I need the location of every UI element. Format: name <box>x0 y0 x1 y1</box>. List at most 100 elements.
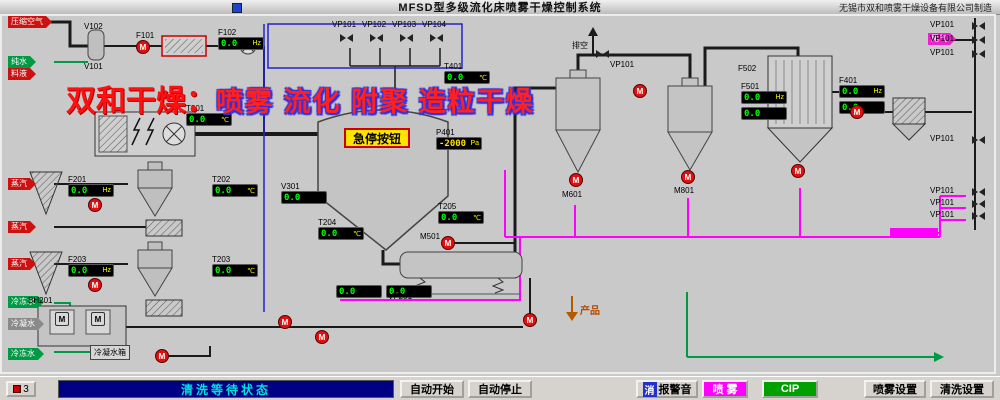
pump-icon[interactable]: M <box>88 198 102 212</box>
valve-icon[interactable] <box>972 200 985 209</box>
valve-icon[interactable] <box>972 22 985 31</box>
display-label: F401 <box>839 76 858 85</box>
app-icon <box>232 3 242 13</box>
equipment-label: VP101 <box>610 60 635 69</box>
equipment-label: M501 <box>420 232 441 241</box>
equipment-label: VP101 <box>930 48 955 57</box>
display-unit: ℃ <box>247 267 255 275</box>
clean-settings-button[interactable]: 清洗设置 <box>930 380 994 398</box>
display-label: T203 <box>212 255 231 264</box>
display-label: T401 <box>444 62 463 71</box>
equipment-label: M801 <box>674 186 695 195</box>
display-box: 0.0 ℃ <box>212 264 258 277</box>
pump-icon[interactable]: M <box>136 40 150 54</box>
agitator-icon[interactable]: M <box>91 312 105 326</box>
equipment-label: 产品 <box>580 306 600 317</box>
product-outlet <box>566 296 578 321</box>
cyclone-left-2 <box>137 241 183 317</box>
display-label: T205 <box>438 202 457 211</box>
equipment-label: 排空 <box>572 41 588 50</box>
cip-button[interactable]: CIP <box>762 380 818 398</box>
display-value: 0.0 <box>215 185 232 196</box>
display-value: 0.0 <box>321 228 338 239</box>
valve-icon[interactable] <box>430 34 443 43</box>
feed-tag: 蒸汽 <box>8 258 36 270</box>
alarm-dot-icon <box>13 385 22 393</box>
value-display: 0.0 <box>741 98 787 120</box>
vent-arrow <box>588 27 598 36</box>
valve-icon[interactable] <box>370 34 383 43</box>
display-box: 0.0 <box>386 285 432 298</box>
valve-icon[interactable] <box>972 188 985 197</box>
pump-icon[interactable]: M <box>850 105 864 119</box>
status-bar: 3 清洗等待状态 自动开始自动停止 消报警音喷 雾 CIP 喷雾设置清洗设置 <box>0 376 1000 400</box>
equipment-label: 冷凝水箱 <box>90 345 130 360</box>
pump-icon[interactable]: M <box>441 236 455 250</box>
display-label: T204 <box>318 218 337 227</box>
emergency-stop-button[interactable]: 急停按钮 <box>344 128 410 148</box>
equipment-label: VP101 <box>930 186 955 195</box>
pump-icon[interactable]: M <box>569 173 583 187</box>
valve-icon[interactable] <box>340 34 353 43</box>
display-box: 0.0℃ <box>438 211 484 224</box>
alarm-counter-value: 3 <box>23 383 29 395</box>
equipment-label: F101 <box>136 31 155 40</box>
display-unit: ℃ <box>353 230 361 238</box>
valve-icon[interactable] <box>596 50 609 59</box>
value-display: 0.0 <box>336 276 382 298</box>
feed-tag: 蒸汽 <box>8 178 36 190</box>
display-box: 0.0 <box>741 107 787 120</box>
display-unit: Pa <box>470 140 479 147</box>
valve-icon[interactable] <box>400 34 413 43</box>
feed-tag: 尾气 <box>928 33 956 45</box>
cyclone-left-1 <box>137 161 183 237</box>
value-display: 0.0 <box>386 276 432 298</box>
agitator-icon[interactable]: M <box>55 312 69 326</box>
display-unit: ℃ <box>247 187 255 195</box>
system-status-text: 清洗等待状态 <box>58 380 394 398</box>
display-value: 0.0 <box>744 92 761 103</box>
auto-stop-button[interactable]: 自动停止 <box>468 380 532 398</box>
display-value: 0.0 <box>71 185 88 196</box>
display-box: 0.0℃ <box>186 113 232 126</box>
auto-start-button[interactable]: 自动开始 <box>400 380 464 398</box>
pump-icon[interactable]: M <box>315 330 329 344</box>
display-value: 0.0 <box>215 265 232 276</box>
pump-icon[interactable]: M <box>278 315 292 329</box>
display-value: -2000 <box>439 138 467 149</box>
pump-icon[interactable]: M <box>791 164 805 178</box>
alarm-counter-button[interactable]: 3 <box>6 381 36 397</box>
equipment-label: VP103 <box>392 20 417 29</box>
equipment-label: VP201 <box>388 292 413 301</box>
pump-icon[interactable]: M <box>633 84 647 98</box>
spray-settings-button[interactable]: 喷雾设置 <box>864 380 926 398</box>
air-heater-unit <box>94 111 196 157</box>
valve-icon[interactable] <box>972 36 985 45</box>
feed-tag: 压缩空气 <box>8 16 52 28</box>
valve-icon[interactable] <box>972 136 985 145</box>
display-unit: Hz <box>102 267 111 274</box>
equipment-label: VP101 <box>930 20 955 29</box>
pump-icon[interactable]: M <box>88 278 102 292</box>
equipment-label: VP102 <box>362 20 387 29</box>
valve-icon[interactable] <box>972 50 985 59</box>
pump-icon[interactable]: M <box>155 349 169 363</box>
pump-icon[interactable]: M <box>681 170 695 184</box>
mute-alarm-button[interactable]: 消报警音 <box>636 380 698 398</box>
spray-button[interactable]: 喷 雾 <box>702 380 748 398</box>
display-box: 0.0 ℃ <box>318 227 364 240</box>
valve-icon[interactable] <box>972 212 985 221</box>
pump-icon[interactable]: M <box>523 313 537 327</box>
